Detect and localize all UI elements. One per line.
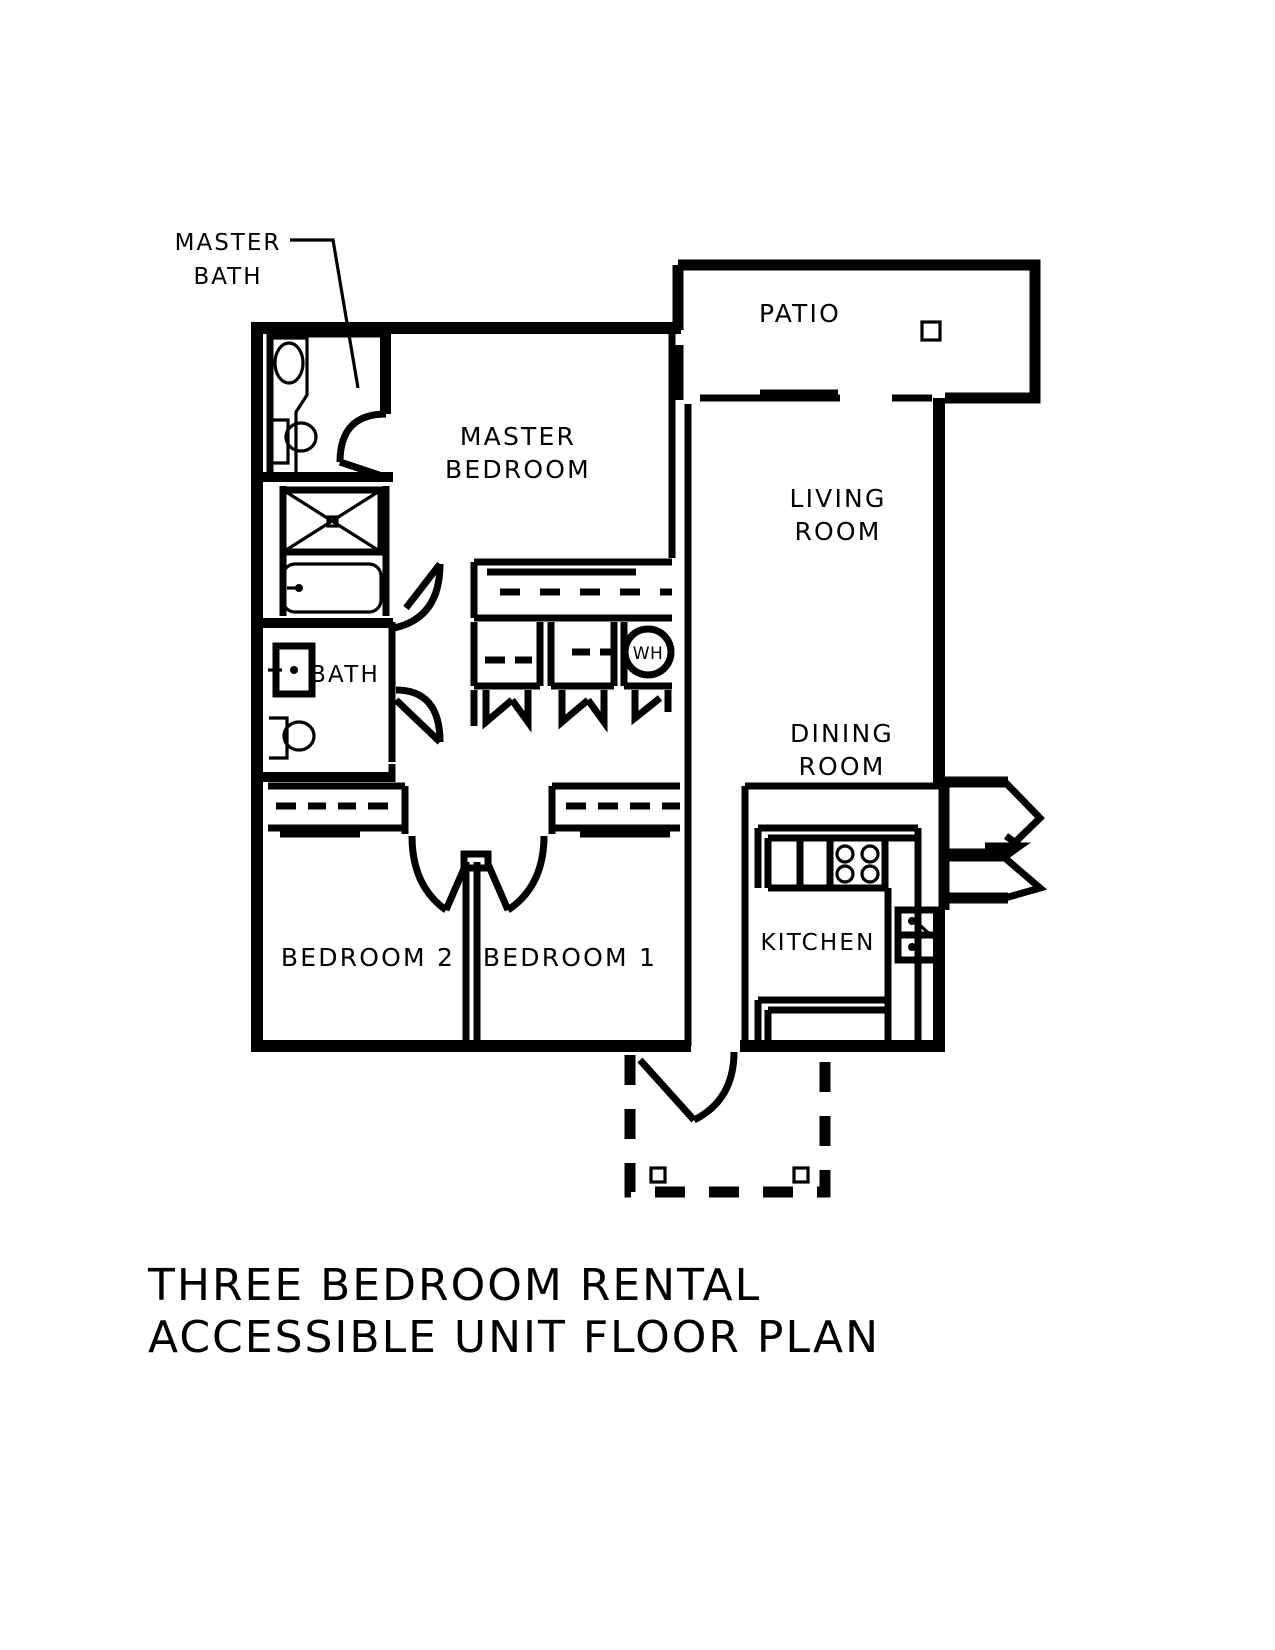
master-bath-toilet-tank: [270, 418, 290, 465]
front-entry-door: [637, 1051, 738, 1124]
room-bath: BATH: [263, 486, 444, 782]
bath-toilet-icon: [282, 720, 316, 752]
entry-door-leaf: [637, 1057, 697, 1123]
room-label-master-bedroom-1: MASTER: [460, 422, 576, 451]
bottom-exterior-wall-right: [740, 1040, 945, 1052]
kitchen-burner-tl: [835, 844, 855, 864]
room-label-dining-room-1: DINING: [790, 719, 894, 748]
bedroom1-door-leaf: [484, 862, 512, 912]
bath-vanity-drain: [290, 666, 298, 674]
kitchen-burner-br: [860, 864, 880, 884]
room-living-room: LIVING ROOM: [684, 404, 886, 786]
plan-title-block: THREE BEDROOM RENTAL ACCESSIBLE UNIT FLO…: [147, 1260, 880, 1363]
entry-door-swing: [692, 1051, 738, 1124]
room-bedroom-2: BEDROOM 2: [268, 782, 492, 1046]
bath-bottom-wall: [263, 772, 393, 782]
room-label-living-room-2: ROOM: [794, 517, 881, 546]
bedroom1-door-swing: [505, 835, 548, 913]
patio-outer-wall: [678, 259, 1041, 404]
room-label-patio: PATIO: [759, 299, 841, 328]
master-bath-counter-edge: [270, 336, 309, 480]
water-heater-icon: [621, 625, 675, 679]
closet-b-door-right: [585, 690, 608, 733]
callout-master-bath: MASTER BATH: [175, 230, 360, 389]
bedroom-divider-jamb: [460, 850, 492, 872]
kitchen-sink-drain-bottom: [908, 943, 916, 951]
room-label-bedroom-2: BEDROOM 2: [281, 943, 455, 972]
master-bath-partition: [380, 334, 391, 414]
kitchen-sink-drain-top: [908, 917, 916, 925]
room-label-dining-room-2: ROOM: [798, 752, 885, 781]
room-bedroom-1: BEDROOM 1: [483, 782, 692, 1046]
porch-post-right-icon: [792, 1166, 810, 1184]
closet-a-door-left: [482, 690, 515, 730]
kitchen-burner-bl: [835, 864, 855, 884]
closet-a-door-right: [509, 690, 532, 733]
closet-b-door-left: [558, 690, 591, 730]
room-master-bedroom: MASTER BEDROOM: [393, 334, 676, 632]
right-exterior-wall-mid: [933, 642, 945, 784]
windows: [262, 324, 943, 1050]
master-bath-sink-icon: [273, 341, 305, 385]
callout-master-bath-line2: BATH: [193, 264, 262, 290]
master-bath-door-swing: [336, 410, 387, 463]
room-master-bath: [263, 330, 393, 482]
room-label-living-room-1: LIVING: [789, 484, 886, 513]
bath-door-swing: [395, 686, 444, 743]
porch-post-left-icon: [649, 1166, 667, 1184]
room-label-bath: BATH: [310, 662, 380, 688]
bathtub-drain: [295, 584, 303, 592]
water-heater-label: WH: [633, 644, 664, 664]
master-bath-bottom-wall: [263, 472, 393, 482]
room-patio: PATIO: [672, 259, 1041, 404]
title-line-2: ACCESSIBLE UNIT FLOOR PLAN: [148, 1312, 880, 1363]
kitchen-burner-tr: [860, 844, 880, 864]
bedroom2-door-swing: [408, 835, 449, 913]
hallway: [388, 690, 478, 782]
room-label-master-bedroom-2: BEDROOM: [445, 455, 591, 484]
front-porch-dashed-outline: [624, 1055, 831, 1198]
patio-post-icon: [920, 320, 942, 342]
front-porch-outline: [624, 1055, 831, 1198]
bath-top-wall: [263, 618, 393, 628]
wh-door-left: [631, 690, 663, 726]
room-dining-room: DINING ROOM: [790, 719, 894, 781]
master-bath-door-leaf: [338, 458, 390, 482]
bath-door-leaf: [393, 697, 443, 745]
shower-drain-cross: [282, 488, 382, 554]
room-kitchen: KITCHEN: [741, 782, 945, 1046]
callout-master-bath-line1: MASTER: [175, 230, 282, 256]
bay-window-projection: [938, 776, 1048, 910]
shower-drain: [326, 515, 339, 528]
callout-leader-line: [290, 238, 360, 389]
bedroom2-door-leaf: [442, 862, 470, 912]
master-bedroom-door-swing: [393, 563, 444, 632]
hall-closets: WH: [470, 622, 675, 733]
room-label-bedroom-1: BEDROOM 1: [483, 943, 657, 972]
master-bedroom-door-leaf: [403, 561, 443, 611]
room-label-kitchen: KITCHEN: [760, 930, 875, 956]
bay-window-arrow: [985, 833, 1031, 859]
bath-toilet-tank: [269, 716, 289, 760]
title-line-1: THREE BEDROOM RENTAL: [147, 1260, 761, 1311]
master-bath-toilet-icon: [284, 421, 318, 453]
left-exterior-wall: [251, 322, 263, 1052]
